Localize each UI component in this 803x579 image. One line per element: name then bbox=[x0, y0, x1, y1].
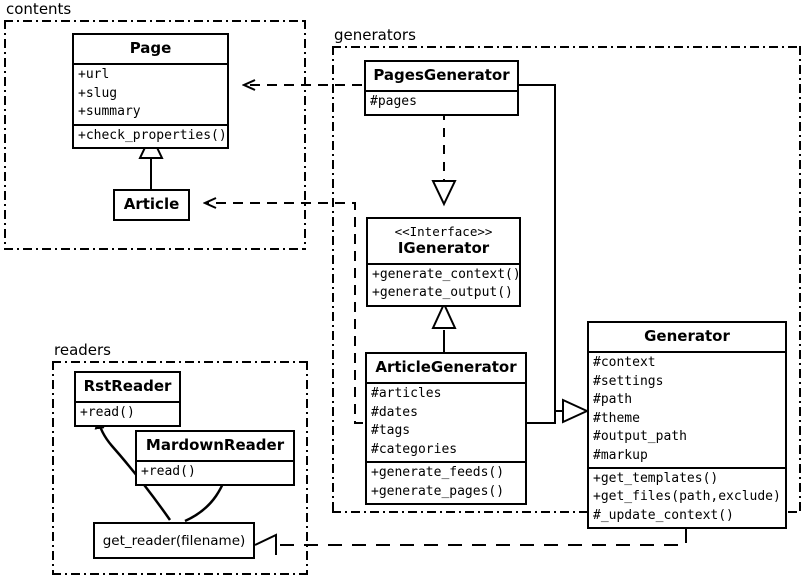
attribute: #tags bbox=[371, 423, 411, 439]
class-page[interactable]: Page +url +slug +summary +check_properti… bbox=[72, 33, 229, 150]
operation: +read() bbox=[141, 464, 196, 480]
class-articlegenerator-title: ArticleGenerator bbox=[375, 358, 517, 376]
attribute: #theme bbox=[593, 410, 640, 426]
class-mardownreader-title: MardownReader bbox=[145, 436, 285, 454]
class-rstreader-operations: +read() bbox=[76, 401, 179, 424]
operation: +get_files(path,exclude) bbox=[593, 489, 781, 505]
class-page-operations: +check_properties() bbox=[74, 123, 227, 147]
class-articlegenerator-operations: +generate_feeds() +generate_pages() bbox=[367, 461, 525, 503]
operation: +generate_pages() bbox=[371, 483, 505, 499]
class-generator[interactable]: Generator #context #settings #path #them… bbox=[587, 321, 787, 530]
operation: +generate_feeds() bbox=[371, 465, 505, 481]
class-pagesgenerator-attributes: #pages bbox=[366, 90, 517, 113]
attribute: +summary bbox=[78, 104, 141, 120]
class-articlegenerator[interactable]: ArticleGenerator #articles #dates #tags … bbox=[365, 352, 527, 505]
operation: +read() bbox=[80, 405, 135, 421]
operation: +generate_context() bbox=[372, 266, 521, 282]
function-get-reader-label: get_reader(filename) bbox=[102, 532, 246, 549]
attribute: #markup bbox=[593, 447, 648, 463]
attribute: #pages bbox=[370, 94, 417, 110]
attribute: +slug bbox=[78, 85, 118, 101]
attribute: #categories bbox=[371, 441, 458, 457]
class-igenerator-stereotype: <<Interface>> bbox=[394, 224, 493, 239]
class-mardownreader[interactable]: MardownReader +read() bbox=[135, 430, 295, 486]
class-generator-operations: +get_templates() +get_files(path,exclude… bbox=[589, 466, 785, 527]
operation: +check_properties() bbox=[78, 127, 227, 143]
operation: +generate_output() bbox=[372, 285, 513, 301]
package-generators-label: generators bbox=[332, 27, 419, 44]
class-article[interactable]: Article bbox=[113, 189, 190, 222]
package-readers-label: readers bbox=[52, 342, 114, 359]
attribute: #path bbox=[593, 392, 633, 408]
class-generator-attributes: #context #settings #path #theme #output_… bbox=[589, 351, 785, 467]
class-mardownreader-operations: +read() bbox=[137, 460, 293, 483]
attribute: +url bbox=[78, 67, 110, 83]
class-pagesgenerator-title: PagesGenerator bbox=[373, 66, 510, 84]
attribute: #output_path bbox=[593, 429, 687, 445]
attribute: #dates bbox=[371, 404, 418, 420]
package-contents-label: contents bbox=[4, 1, 75, 18]
class-rstreader-title: RstReader bbox=[83, 377, 172, 395]
class-article-title: Article bbox=[123, 195, 180, 213]
class-igenerator-name: IGenerator bbox=[397, 238, 490, 257]
class-rstreader[interactable]: RstReader +read() bbox=[74, 371, 181, 427]
class-igenerator[interactable]: <<Interface>> IGenerator +generate_conte… bbox=[366, 217, 521, 307]
class-page-attributes: +url +slug +summary bbox=[74, 63, 227, 123]
attribute: #context bbox=[593, 355, 656, 371]
class-pagesgenerator[interactable]: PagesGenerator #pages bbox=[364, 60, 519, 116]
attribute: #articles bbox=[371, 386, 442, 402]
class-page-title: Page bbox=[129, 39, 172, 57]
class-generator-title: Generator bbox=[644, 327, 730, 345]
operation: #_update_context() bbox=[593, 507, 734, 523]
class-articlegenerator-attributes: #articles #dates #tags #categories bbox=[367, 382, 525, 461]
class-igenerator-title: <<Interface>> IGenerator bbox=[368, 219, 519, 263]
class-igenerator-operations: +generate_context() +generate_output() bbox=[368, 262, 521, 305]
operation: +get_templates() bbox=[593, 470, 719, 486]
function-get-reader[interactable]: get_reader(filename) bbox=[93, 522, 255, 559]
attribute: #settings bbox=[593, 373, 664, 389]
